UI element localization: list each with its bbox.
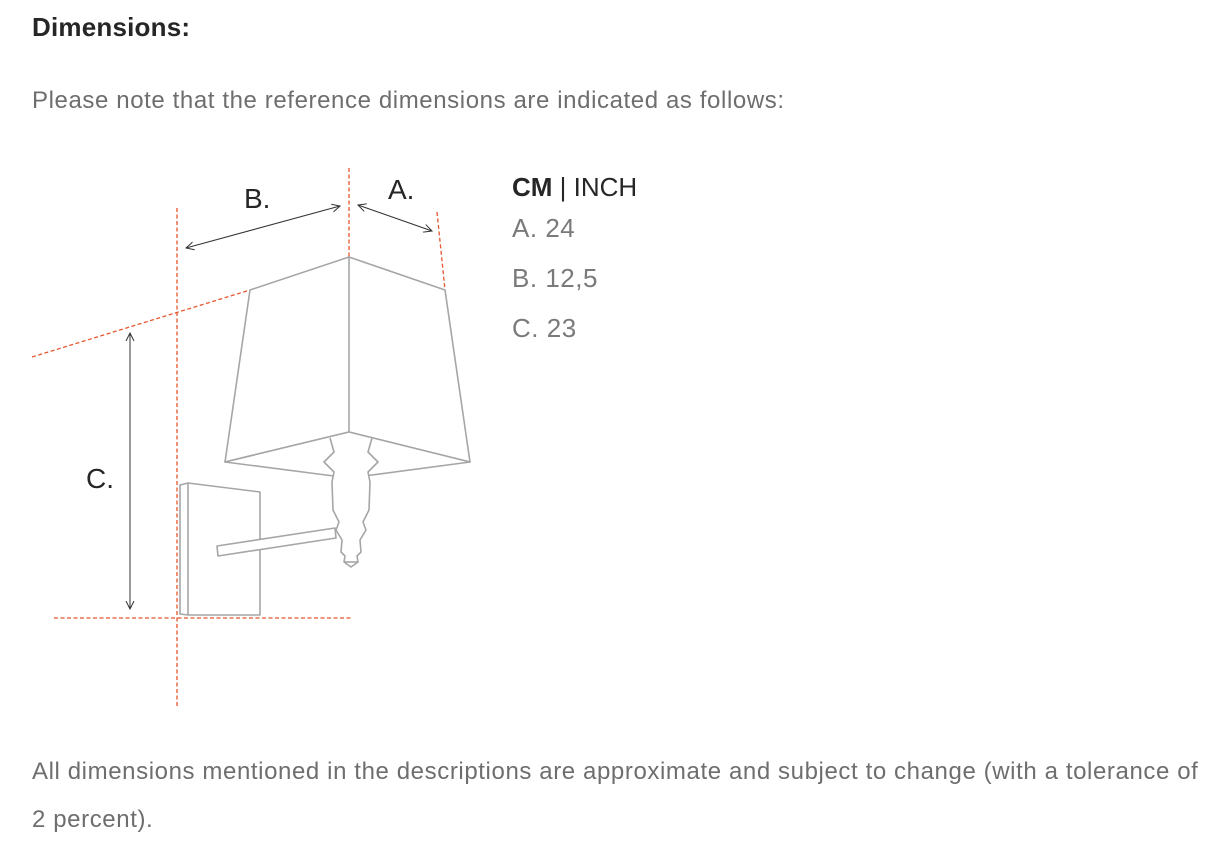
spec-label: B. bbox=[512, 263, 538, 293]
diagram-label-c: C. bbox=[86, 463, 114, 494]
spec-row-c: C. 23 bbox=[512, 313, 637, 363]
spec-label: A. bbox=[512, 213, 538, 243]
spec-value: 12,5 bbox=[545, 263, 598, 293]
unit-secondary: INCH bbox=[573, 172, 638, 202]
arrow-b bbox=[186, 206, 340, 248]
lamp-outline bbox=[179, 256, 471, 616]
intro-text: Please note that the reference dimension… bbox=[32, 87, 785, 114]
shade-top-slope-line bbox=[31, 289, 251, 358]
wall-lamp-dimension-diagram: B. A. C. bbox=[31, 168, 471, 708]
spec-row-a: A. 24 bbox=[512, 213, 637, 263]
unit-header: CM | INCH bbox=[512, 172, 637, 203]
arrow-a bbox=[358, 205, 432, 231]
unit-separator: | bbox=[552, 172, 574, 202]
lamp-arm bbox=[216, 527, 337, 557]
spec-row-b: B. 12,5 bbox=[512, 263, 637, 313]
diagram-label-b: B. bbox=[244, 183, 270, 214]
shade-edge-line bbox=[436, 211, 446, 291]
reference-lines bbox=[31, 168, 446, 708]
diagram-label-a: A. bbox=[388, 174, 414, 205]
dimension-arrows bbox=[130, 205, 432, 609]
lamp-stem bbox=[323, 437, 379, 568]
spec-value: 24 bbox=[545, 213, 576, 243]
spec-label: C. bbox=[512, 313, 539, 343]
spec-value: 23 bbox=[546, 313, 577, 343]
section-heading: Dimensions: bbox=[32, 12, 191, 42]
tolerance-note: All dimensions mentioned in the descript… bbox=[32, 758, 1199, 833]
dimension-spec-list: CM | INCH A. 24 B. 12,5 C. 23 bbox=[512, 172, 637, 363]
lamp-shade bbox=[224, 256, 471, 463]
unit-primary: CM bbox=[512, 172, 553, 202]
